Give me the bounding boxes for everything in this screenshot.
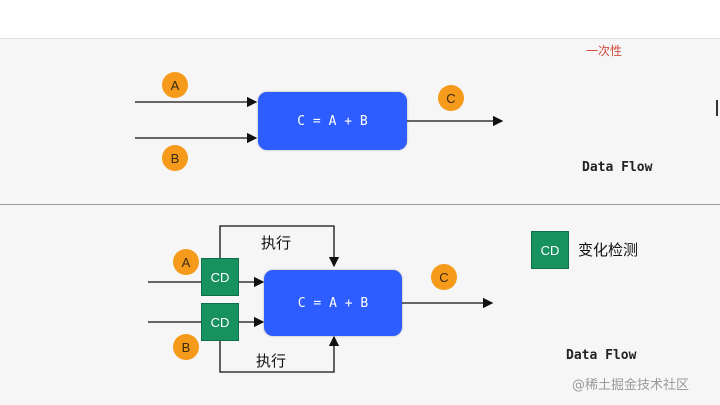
bottom-output-bubble: C xyxy=(431,264,457,290)
legend-label: 变化检测 xyxy=(578,241,639,259)
top-input-b-bubble: B xyxy=(162,145,188,171)
bottom-process-box: C = A + B xyxy=(264,270,402,336)
bottom-input-b-bubble: B xyxy=(173,334,199,360)
top-process-box: C = A + B xyxy=(258,92,407,150)
top-annotation: 一次性 xyxy=(586,44,623,58)
cd-box-b: CD xyxy=(201,303,239,341)
top-caption: Data Flow xyxy=(582,160,653,175)
exec-label-bottom: 执行 xyxy=(256,352,287,370)
watermark: @稀土掘金技术社区 xyxy=(572,378,690,393)
bottom-input-a-bubble: A xyxy=(173,249,199,275)
edge-marker xyxy=(716,100,718,116)
top-output-bubble: C xyxy=(438,85,464,111)
legend-cd-swatch: CD xyxy=(531,231,569,269)
top-input-a-bubble: A xyxy=(162,72,188,98)
exec-label-top: 执行 xyxy=(261,234,292,252)
bottom-caption: Data Flow xyxy=(566,348,637,363)
cd-box-a: CD xyxy=(201,258,239,296)
